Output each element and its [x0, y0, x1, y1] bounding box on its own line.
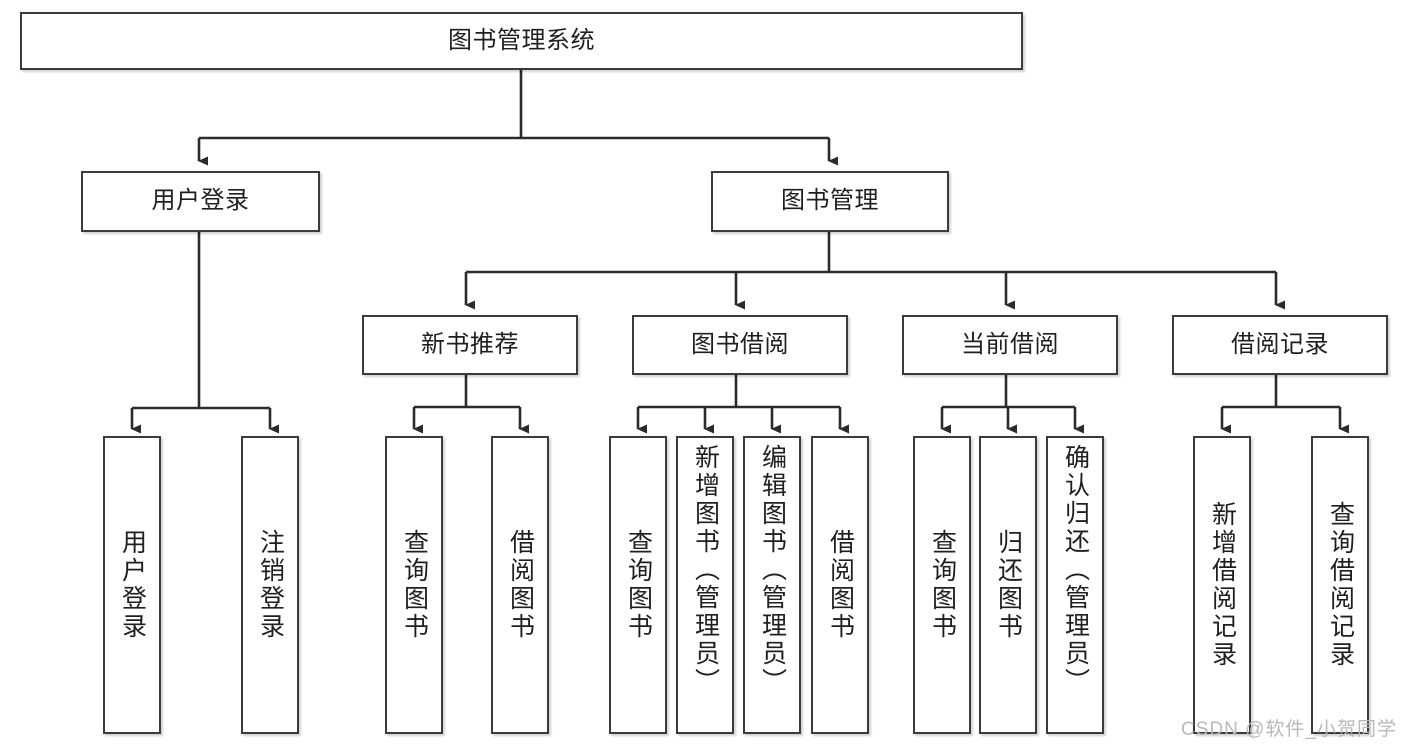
- node-label: 用户登录: [151, 187, 250, 215]
- watermark: CSDN @软件_小贺同学: [1181, 719, 1397, 740]
- leaf-logout[interactable]: 注销登录: [241, 436, 299, 734]
- leaf-edit-book-admin[interactable]: 编辑图书（管理员）: [743, 436, 801, 734]
- node-root[interactable]: 图书管理系统: [20, 12, 1023, 70]
- leaf-add-borrow-record[interactable]: 新增借阅记录: [1193, 436, 1251, 734]
- node-label: 新增图书（管理员）: [691, 444, 720, 696]
- leaf-add-book-admin[interactable]: 新增图书（管理员）: [676, 436, 734, 734]
- leaf-query-books-recommendation[interactable]: 查询图书: [385, 436, 443, 734]
- leaf-query-books-current[interactable]: 查询图书: [913, 436, 971, 734]
- node-label: 图书管理: [781, 187, 879, 215]
- node-user-login[interactable]: 用户登录: [81, 171, 320, 232]
- node-label: 当前借阅: [961, 330, 1059, 358]
- node-book-borrow[interactable]: 图书借阅: [632, 315, 848, 375]
- node-new-book-recommendation[interactable]: 新书推荐: [362, 315, 578, 375]
- node-label: 借阅记录: [1231, 330, 1329, 358]
- node-label: 新书推荐: [421, 330, 519, 358]
- node-label: 编辑图书（管理员）: [758, 444, 787, 696]
- leaf-borrow-books-borrow[interactable]: 借阅图书: [811, 436, 869, 734]
- node-label: 借阅图书: [826, 529, 855, 641]
- node-label: 查询图书: [400, 529, 429, 641]
- leaf-confirm-return-admin[interactable]: 确认归还（管理员）: [1046, 436, 1104, 734]
- leaf-return-books[interactable]: 归还图书: [979, 436, 1037, 734]
- node-label: 用户登录: [118, 529, 147, 641]
- node-label: 借阅图书: [506, 529, 535, 641]
- node-current-borrow[interactable]: 当前借阅: [902, 315, 1118, 375]
- node-label: 图书管理系统: [448, 26, 595, 54]
- node-label: 新增借阅记录: [1208, 501, 1237, 669]
- node-label: 查询借阅记录: [1326, 501, 1355, 669]
- leaf-borrow-books-recommendation[interactable]: 借阅图书: [491, 436, 549, 734]
- leaf-query-books-borrow[interactable]: 查询图书: [609, 436, 667, 734]
- node-book-management[interactable]: 图书管理: [711, 171, 949, 232]
- node-label: 确认归还（管理员）: [1061, 444, 1090, 696]
- leaf-user-login[interactable]: 用户登录: [103, 436, 161, 734]
- node-label: 注销登录: [256, 529, 285, 641]
- leaf-query-borrow-record[interactable]: 查询借阅记录: [1311, 436, 1369, 734]
- node-label: 查询图书: [928, 529, 957, 641]
- node-label: 查询图书: [624, 529, 653, 641]
- node-borrow-records[interactable]: 借阅记录: [1172, 315, 1388, 375]
- node-label: 图书借阅: [691, 330, 789, 358]
- node-label: 归还图书: [994, 529, 1023, 641]
